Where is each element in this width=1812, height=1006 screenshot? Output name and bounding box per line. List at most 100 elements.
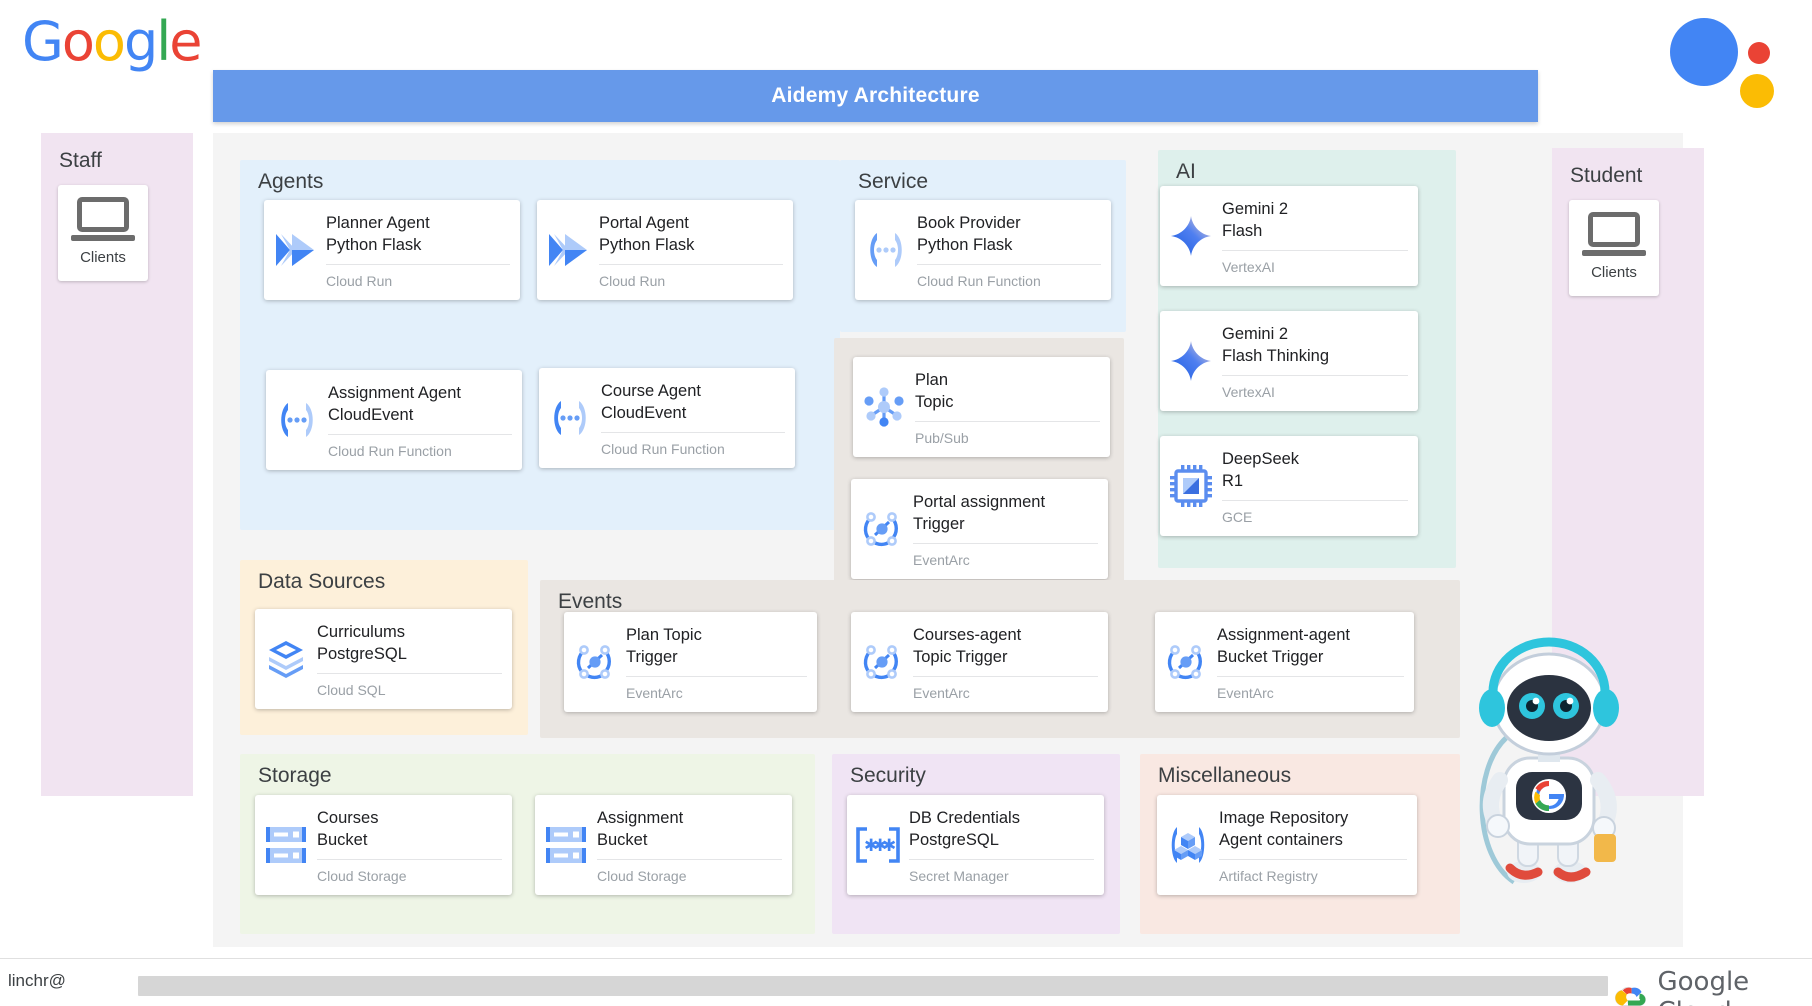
cloud-storage-icon <box>535 795 597 895</box>
card-assignment-bucket[interactable]: Assignment Bucket Cloud Storage <box>535 795 792 895</box>
student-clients-label: Clients <box>1591 264 1637 281</box>
student-panel-title: Student <box>1570 164 1643 187</box>
card-service: Cloud Run Function <box>917 263 1101 296</box>
card-book-provider[interactable]: Book Provider Python Flask Cloud Run Fun… <box>855 200 1111 300</box>
card-planner-agent[interactable]: Planner Agent Python Flask Cloud Run <box>264 200 520 300</box>
student-clients-card[interactable]: Clients <box>1569 200 1659 296</box>
card-title: Gemini 2 Flash Thinking <box>1222 325 1330 366</box>
card-title: Plan Topic Trigger <box>626 626 702 667</box>
card-service: Cloud SQL <box>317 672 502 705</box>
card-service: VertexAI <box>1222 249 1408 282</box>
card-title: Image Repository Agent containers <box>1219 809 1349 850</box>
cloud-run-icon <box>537 200 599 300</box>
card-curriculums[interactable]: Curriculums PostgreSQL Cloud SQL <box>255 609 512 709</box>
card-title: Assignment-agent Bucket Trigger <box>1217 626 1350 667</box>
svg-text:✱: ✱ <box>864 836 878 856</box>
card-service: Secret Manager <box>909 858 1094 891</box>
eventarc-icon <box>1155 612 1217 712</box>
card-assignment-agent[interactable]: Assignment Agent CloudEvent Cloud Run Fu… <box>266 370 522 470</box>
card-title: Assignment Bucket <box>597 809 684 850</box>
eventarc-icon <box>564 612 626 712</box>
google-cloud-logo: Google Cloud <box>1613 967 1812 1006</box>
google-logo: Google <box>22 10 202 73</box>
cloud-run-function-icon <box>539 368 601 468</box>
eventarc-icon <box>851 612 913 712</box>
card-service: Cloud Storage <box>317 858 502 891</box>
group-events-title: Events <box>558 590 623 613</box>
gemini-sparkle-icon <box>1160 186 1222 286</box>
group-miscellaneous-title: Miscellaneous <box>1158 764 1292 787</box>
group-storage-title: Storage <box>258 764 332 787</box>
card-plan-topic-trigger[interactable]: Plan Topic Trigger EventArc <box>564 612 817 712</box>
group-agents-title: Agents <box>258 170 324 193</box>
card-service: VertexAI <box>1222 374 1408 407</box>
cloud-run-function-icon <box>855 200 917 300</box>
cloud-storage-icon <box>255 795 317 895</box>
svg-text:✱: ✱ <box>873 836 887 856</box>
card-service: GCE <box>1222 499 1408 532</box>
card-deepseek-r1[interactable]: DeepSeek R1 GCE <box>1160 436 1418 536</box>
card-service: Cloud Run <box>326 263 510 296</box>
staff-actor-panel: Staff Clients <box>41 133 193 796</box>
laptop-icon <box>1582 212 1646 258</box>
card-title: Plan Topic <box>915 371 954 412</box>
card-service: Cloud Storage <box>597 858 782 891</box>
card-service: Cloud Run Function <box>601 431 785 464</box>
robot-mascot-illustration <box>1448 620 1648 920</box>
card-image-repository[interactable]: Image Repository Agent containers Artifa… <box>1157 795 1417 895</box>
card-title: Courses Bucket <box>317 809 379 850</box>
svg-text:✱: ✱ <box>882 836 896 856</box>
cloud-run-icon <box>264 200 326 300</box>
artifact-registry-icon <box>1157 795 1219 895</box>
secret-manager-icon: ✱ ✱ ✱ <box>847 795 909 895</box>
card-title: Portal assignment Trigger <box>913 493 1046 534</box>
bottom-status-bar: linchr@ Google Cloud <box>0 958 1812 1006</box>
card-service: Artifact Registry <box>1219 858 1407 891</box>
card-plan-topic[interactable]: Plan Topic Pub/Sub <box>853 357 1110 457</box>
group-service-title: Service <box>858 170 929 193</box>
card-title: DB Credentials PostgreSQL <box>909 809 1020 850</box>
card-service: Cloud Run <box>599 263 783 296</box>
card-portal-assignment-trigger[interactable]: Portal assignment Trigger EventArc <box>851 479 1108 579</box>
horizontal-scrollbar[interactable] <box>138 976 1608 996</box>
card-gemini-2-flash-thinking[interactable]: Gemini 2 Flash Thinking VertexAI <box>1160 311 1418 411</box>
card-assignment-agent-bucket-trigger[interactable]: Assignment-agent Bucket Trigger EventArc <box>1155 612 1414 712</box>
card-title: Courses-agent Topic Trigger <box>913 626 1022 667</box>
staff-clients-label: Clients <box>80 249 126 266</box>
group-security-title: Security <box>850 764 926 787</box>
card-courses-agent-topic-trigger[interactable]: Courses-agent Topic Trigger EventArc <box>851 612 1108 712</box>
cpu-chip-icon <box>1160 436 1222 536</box>
card-service: Pub/Sub <box>915 420 1100 453</box>
group-ai-title: AI <box>1176 160 1196 183</box>
google-cloud-label: Google Cloud <box>1657 967 1750 1006</box>
card-service: EventArc <box>626 675 807 708</box>
diagram-title-bar: Aidemy Architecture <box>213 70 1538 122</box>
card-title: Curriculums PostgreSQL <box>317 623 407 664</box>
card-courses-bucket[interactable]: Courses Bucket Cloud Storage <box>255 795 512 895</box>
pubsub-icon <box>853 357 915 457</box>
group-data-sources-title: Data Sources <box>258 570 386 593</box>
google-assistant-dots-icon <box>1670 12 1790 108</box>
card-service: Cloud Run Function <box>328 433 512 466</box>
card-title: Assignment Agent CloudEvent <box>328 384 461 425</box>
card-db-credentials[interactable]: ✱ ✱ ✱ DB Credentials PostgreSQL Secret M… <box>847 795 1104 895</box>
laptop-icon <box>71 197 135 243</box>
card-title: DeepSeek R1 <box>1222 450 1300 491</box>
card-title: Planner Agent Python Flask <box>326 214 430 255</box>
card-service: EventArc <box>1217 675 1404 708</box>
card-gemini-2-flash[interactable]: Gemini 2 Flash VertexAI <box>1160 186 1418 286</box>
card-service: EventArc <box>913 675 1098 708</box>
card-title: Gemini 2 Flash <box>1222 200 1289 241</box>
card-title: Course Agent CloudEvent <box>601 382 701 423</box>
cloud-sql-icon <box>255 609 317 709</box>
cloud-icon <box>1614 986 1646 1006</box>
page-title: Aidemy Architecture <box>771 84 980 107</box>
card-service: EventArc <box>913 542 1098 575</box>
staff-panel-title: Staff <box>59 149 102 172</box>
staff-clients-card[interactable]: Clients <box>58 185 148 281</box>
gemini-sparkle-icon <box>1160 311 1222 411</box>
card-portal-agent[interactable]: Portal Agent Python Flask Cloud Run <box>537 200 793 300</box>
card-course-agent[interactable]: Course Agent CloudEvent Cloud Run Functi… <box>539 368 795 468</box>
user-label: linchr@ <box>8 971 66 990</box>
